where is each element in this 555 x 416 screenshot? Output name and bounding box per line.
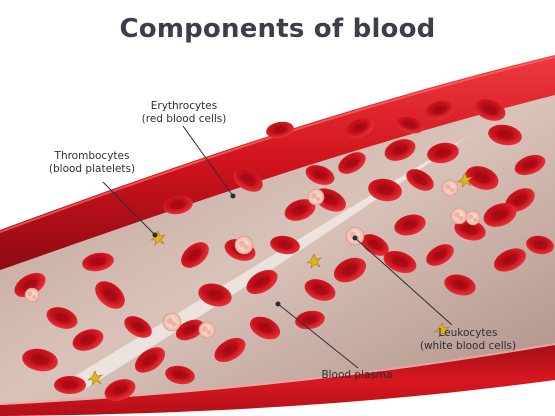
thrombocytes-leader-dot	[152, 232, 158, 238]
erythrocyte-cell	[338, 152, 366, 174]
erythrocyte-cell	[526, 235, 554, 255]
leukocyte-cell	[441, 179, 459, 197]
leukocyte-group	[24, 179, 481, 339]
erythrocyte-cell	[266, 121, 294, 139]
erythrocyte-cell	[427, 142, 459, 164]
plasma-label-line1: Blood plasma	[321, 369, 393, 381]
vessel-wall-top	[0, 55, 555, 270]
erythrocyte-cell	[233, 168, 263, 192]
erythrocyte-cell	[494, 248, 526, 272]
vessel-wall-top-highlight	[0, 56, 555, 233]
leukocyte-cell	[450, 207, 468, 225]
thrombocyte-cell	[306, 253, 322, 269]
erythrocyte-cell	[426, 244, 454, 266]
erythrocyte-cell	[304, 279, 336, 301]
erythrocyte-cell	[425, 100, 455, 120]
erythrocyte-cell	[454, 219, 486, 241]
leukocytes-leader-dot	[352, 235, 358, 241]
erythrocyte-cell	[46, 307, 78, 329]
thrombocyte-cell	[457, 172, 473, 188]
leukocyte-cell	[162, 312, 182, 332]
erythrocyte-cell	[284, 199, 316, 221]
light-reflection	[60, 135, 470, 392]
erythrocyte-cell	[165, 365, 195, 385]
erythrocyte-cell	[214, 337, 246, 363]
erythrocyte-cell	[54, 376, 86, 394]
plasma-leader-line	[277, 303, 359, 369]
erythrocyte-cell	[345, 117, 375, 139]
plasma-leader-dot	[275, 301, 281, 307]
page-title: Components of blood	[119, 14, 436, 44]
erythrocyte-cell	[444, 274, 476, 296]
thrombocytes-leader-line	[102, 181, 156, 236]
leukocytes-label-line2: (white blood cells)	[419, 340, 517, 352]
erythrocyte-cell	[72, 329, 104, 351]
erythrocyte-cell	[181, 242, 209, 268]
leukocytes-label: Leukocytes (white blood cells)	[410, 327, 526, 353]
erythrocyte-cell	[383, 250, 417, 274]
erythrocyte-cell	[483, 203, 517, 227]
leukocytes-leader-line	[354, 237, 453, 326]
erythrocyte-group	[14, 99, 554, 401]
erythrocyte-cell	[270, 235, 300, 255]
thrombocytes-label: Thrombocytes (blood platelets)	[34, 150, 150, 176]
erythrocytes-leader-dot	[230, 193, 236, 199]
leukocyte-cell	[465, 210, 481, 226]
erythrocyte-cell	[368, 178, 402, 202]
leukocytes-label-line1: Leukocytes	[438, 327, 498, 339]
thrombocyte-cell	[434, 322, 450, 338]
erythrocyte-cell	[394, 214, 426, 236]
vessel-wall-bottom	[0, 345, 555, 416]
thrombocytes-label-line1: Thrombocytes	[54, 150, 130, 162]
vessel-wall-bottom-highlight	[0, 343, 555, 405]
thrombocyte-cell	[87, 370, 103, 386]
erythrocyte-cell	[305, 165, 335, 185]
erythrocyte-cell	[406, 169, 434, 191]
leukocyte-cell	[24, 287, 40, 303]
erythrocytes-leader-line	[182, 125, 234, 197]
erythrocyte-cell	[465, 166, 499, 190]
erythrocyte-cell	[384, 139, 416, 161]
erythrocyte-cell	[82, 252, 114, 272]
thrombocyte-cell	[150, 230, 166, 246]
erythrocytes-label: Erythrocytes (red blood cells)	[126, 100, 242, 126]
erythrocyte-cell	[474, 99, 506, 121]
leukocyte-cell	[198, 321, 216, 339]
erythrocyte-cell	[134, 347, 166, 373]
erythrocyte-cell	[295, 310, 325, 330]
erythrocyte-cell	[22, 348, 58, 372]
erythrocyte-cell	[249, 316, 281, 340]
erythrocyte-cell	[333, 257, 367, 283]
erythrocyte-cell	[95, 281, 125, 309]
erythrocytes-label-line1: Erythrocytes	[150, 100, 218, 112]
plasma-label: Blood plasma	[312, 369, 402, 382]
leukocyte-cell	[307, 188, 325, 206]
leukocyte-cell	[234, 235, 254, 255]
erythrocytes-label-line2: (red blood cells)	[141, 113, 227, 125]
erythrocyte-cell	[514, 154, 546, 176]
erythrocyte-cell	[488, 124, 522, 146]
erythrocyte-cell	[124, 316, 152, 338]
erythrocyte-cell	[163, 195, 193, 215]
thrombocytes-label-line2: (blood platelets)	[48, 163, 136, 175]
erythrocyte-cell	[198, 283, 232, 307]
thrombocyte-group	[87, 172, 473, 386]
erythrocyte-cell	[246, 269, 278, 295]
erythrocyte-cell	[175, 319, 205, 341]
erythrocyte-cell	[396, 116, 424, 134]
erythrocyte-cell	[104, 379, 136, 401]
